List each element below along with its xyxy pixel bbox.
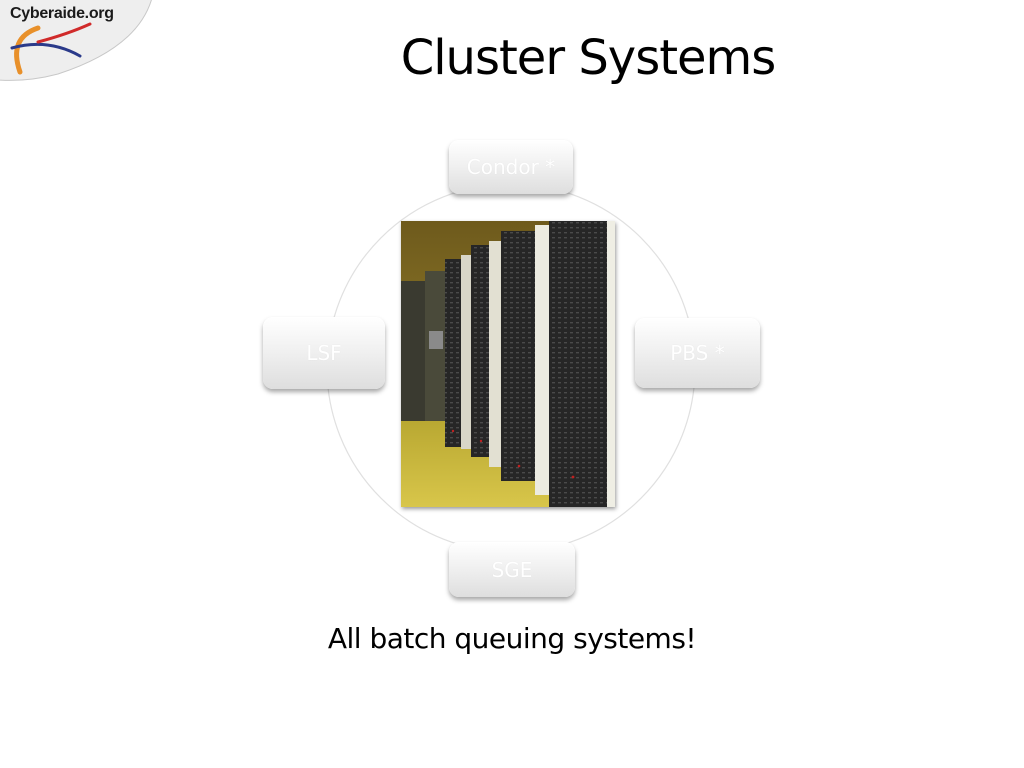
caption: All batch queuing systems! xyxy=(327,622,697,655)
cycle-node-sge: SGE xyxy=(449,542,575,597)
cyberaide-logo: Cyberaide.org xyxy=(0,0,154,82)
server-racks-photo xyxy=(401,221,615,507)
slide-title: Cluster Systems xyxy=(400,30,777,86)
logo-text: Cyberaide.org xyxy=(10,5,114,22)
cycle-node-pbs: PBS * xyxy=(635,318,760,388)
cycle-node-condor: Condor * xyxy=(449,140,573,194)
cycle-node-lsf: LSF xyxy=(263,317,385,389)
logo-swoosh-icon xyxy=(0,0,152,81)
